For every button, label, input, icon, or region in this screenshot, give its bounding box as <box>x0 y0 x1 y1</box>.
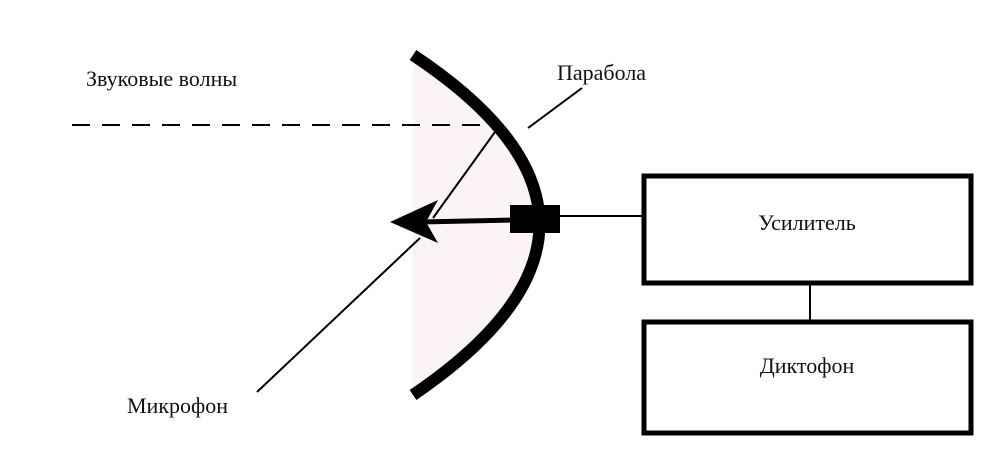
reflected-ray <box>432 124 501 219</box>
recorder-label: Диктофон <box>760 353 855 378</box>
microphone-arrow-shaft <box>419 217 516 225</box>
microphone-label: Микрофон <box>127 393 228 418</box>
parabola-label: Парабола <box>557 60 646 85</box>
microphone-arrow-head <box>390 200 438 243</box>
sound-waves-label: Звуковые волны <box>86 66 237 91</box>
parabola-leader-line <box>527 87 583 129</box>
recorder-box <box>641 319 974 436</box>
microphone-leader-line <box>256 237 421 393</box>
microphone-block <box>510 205 560 233</box>
amplifier-label: Усилитель <box>758 210 856 235</box>
amplifier-box <box>641 173 974 286</box>
